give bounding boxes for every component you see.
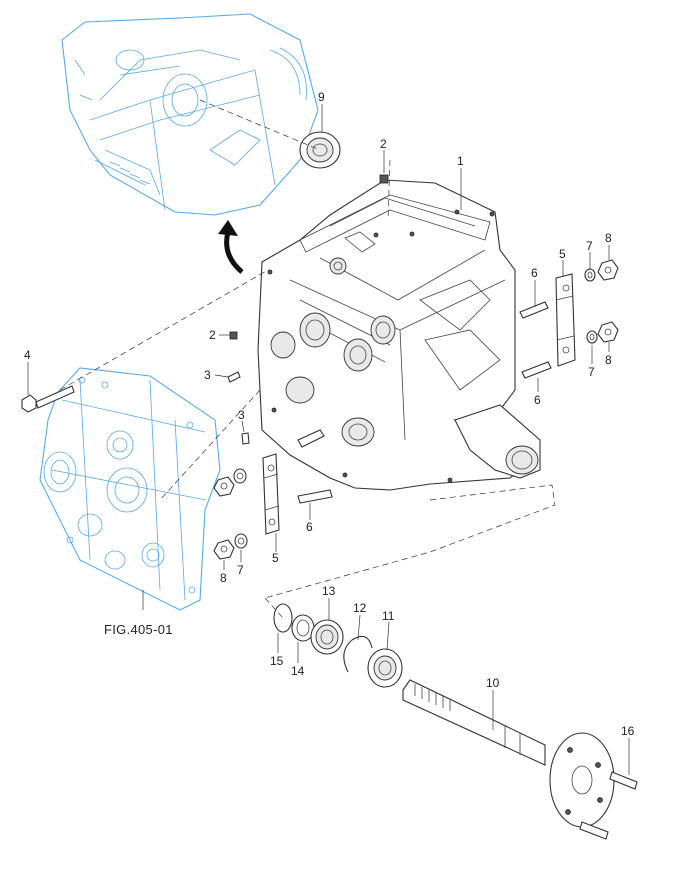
callout-2: 2 [209,328,216,342]
callout-5: 5 [272,551,279,565]
callout-12: 12 [353,601,367,615]
engine-block-reference [61,13,319,216]
oil-seal-9 [299,131,341,169]
callout-14: 14 [291,664,305,678]
direction-arrow [218,220,244,274]
figure-reference-label: FIG.405-01 [104,622,173,637]
callout-8: 8 [605,231,612,245]
callout-7: 7 [586,239,593,253]
transmission-case [257,179,541,491]
bracket-5-left [262,453,280,535]
callout-7: 7 [588,365,595,379]
washers-nuts [213,259,619,560]
shaft-assembly [273,603,638,840]
callout-2: 2 [380,137,387,151]
small-parts [21,174,552,504]
callout-1: 1 [457,154,464,168]
callout-6: 6 [531,266,538,280]
callout-11: 11 [382,609,395,623]
callout-8: 8 [220,571,227,585]
callout-6: 6 [534,393,541,407]
callout-4: 4 [24,348,31,362]
bracket-5-right [555,273,576,367]
callout-13: 13 [322,584,336,598]
callout-3: 3 [204,368,211,382]
callout-8: 8 [605,353,612,367]
callout-3: 3 [238,408,245,422]
callout-labels: 9 1 2 2 3 3 4 5 5 6 6 6 7 7 7 8 8 8 10 1… [24,90,635,738]
leader-lines [27,104,630,775]
front-cover-reference [39,367,221,611]
callout-5: 5 [559,247,566,261]
assembly-lines [59,99,556,619]
callout-9: 9 [318,90,325,104]
callout-6: 6 [306,520,313,534]
callout-15: 15 [270,654,284,668]
callout-10: 10 [486,676,500,690]
callout-16: 16 [621,724,635,738]
callout-7: 7 [237,563,244,577]
